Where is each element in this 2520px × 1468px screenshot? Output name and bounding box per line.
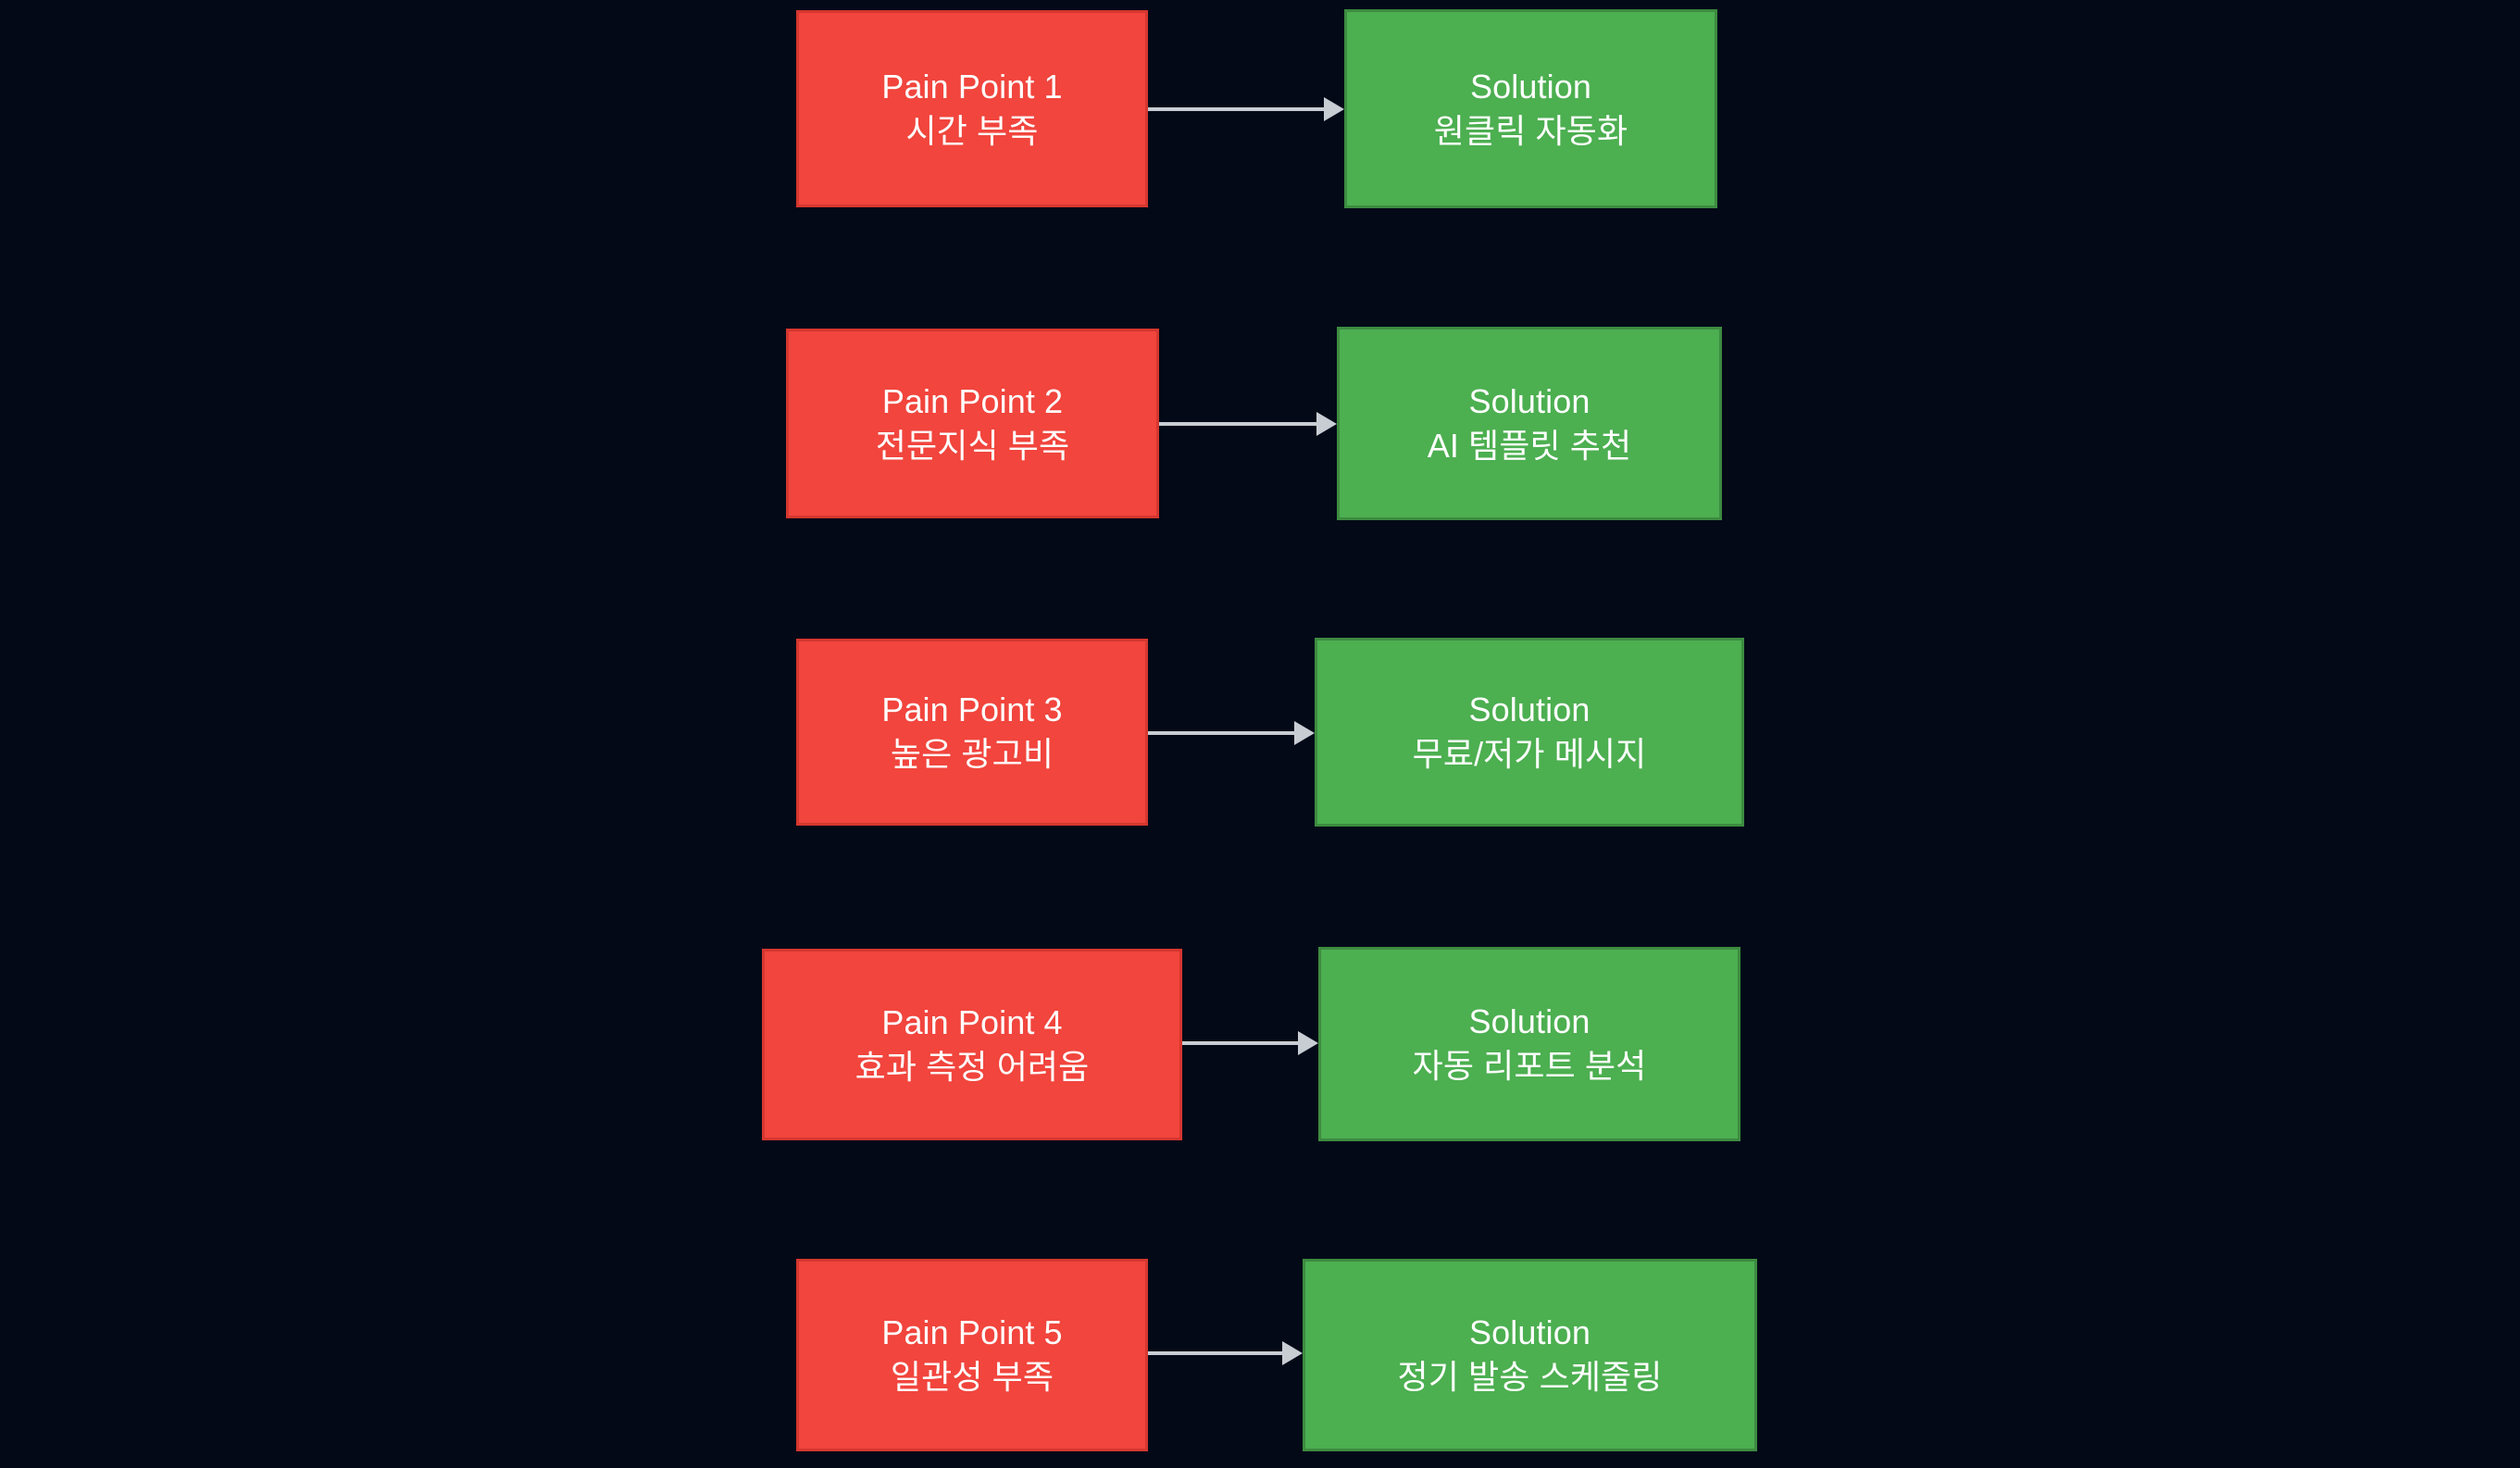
pain-point-detail-4: 효과 측정 어려움 — [855, 1047, 1090, 1086]
solution-detail-1: 원클릭 자동화 — [1433, 111, 1628, 150]
pain-point-node-2[interactable]: Pain Point 2 전문지식 부족 — [786, 329, 1159, 518]
arrow-shaft-3 — [1148, 731, 1294, 735]
solution-detail-4: 자동 리포트 분석 — [1412, 1047, 1647, 1085]
arrow-shaft-1 — [1148, 107, 1324, 111]
pain-point-node-1[interactable]: Pain Point 1 시간 부족 — [796, 10, 1148, 207]
solution-title-5: Solution — [1469, 1313, 1591, 1352]
pain-point-detail-5: 일관성 부족 — [890, 1358, 1054, 1396]
pain-point-detail-1: 시간 부족 — [905, 111, 1039, 150]
solution-title-4: Solution — [1468, 1002, 1591, 1041]
pain-point-detail-3: 높은 광고비 — [890, 735, 1054, 773]
solution-node-1[interactable]: Solution 원클릭 자동화 — [1344, 9, 1717, 208]
solution-detail-2: AI 템플릿 추천 — [1427, 426, 1632, 465]
arrow-head-icon-1 — [1324, 97, 1344, 121]
arrow-shaft-2 — [1159, 422, 1316, 426]
solution-detail-5: 정기 발송 스케줄링 — [1397, 1358, 1663, 1396]
pain-point-title-2: Pain Point 2 — [881, 381, 1064, 420]
solution-node-4[interactable]: Solution 자동 리포트 분석 — [1318, 947, 1740, 1141]
arrow-head-icon-2 — [1316, 412, 1337, 436]
pain-point-title-1: Pain Point 1 — [881, 67, 1063, 106]
pain-point-title-4: Pain Point 4 — [881, 1002, 1063, 1041]
pain-point-node-3[interactable]: Pain Point 3 높은 광고비 — [796, 639, 1148, 826]
arrow-shaft-4 — [1182, 1041, 1298, 1045]
arrow-head-icon-3 — [1294, 721, 1315, 745]
solution-detail-3: 무료/저가 메시지 — [1412, 735, 1647, 773]
arrow-head-icon-4 — [1298, 1031, 1318, 1055]
solution-title-2: Solution — [1468, 381, 1591, 420]
pain-point-node-4[interactable]: Pain Point 4 효과 측정 어려움 — [762, 949, 1182, 1140]
solution-title-1: Solution — [1470, 67, 1591, 106]
solution-node-3[interactable]: Solution 무료/저가 메시지 — [1315, 638, 1744, 827]
arrow-head-icon-5 — [1282, 1341, 1303, 1365]
pain-point-detail-2: 전문지식 부족 — [875, 426, 1070, 465]
solution-node-5[interactable]: Solution 정기 발송 스케줄링 — [1303, 1259, 1757, 1451]
solution-node-2[interactable]: Solution AI 템플릿 추천 — [1337, 327, 1722, 520]
arrow-shaft-5 — [1148, 1351, 1282, 1355]
pain-point-title-3: Pain Point 3 — [881, 690, 1063, 729]
solution-title-3: Solution — [1468, 690, 1591, 729]
pain-point-title-5: Pain Point 5 — [881, 1313, 1063, 1352]
pain-point-node-5[interactable]: Pain Point 5 일관성 부족 — [796, 1259, 1148, 1451]
